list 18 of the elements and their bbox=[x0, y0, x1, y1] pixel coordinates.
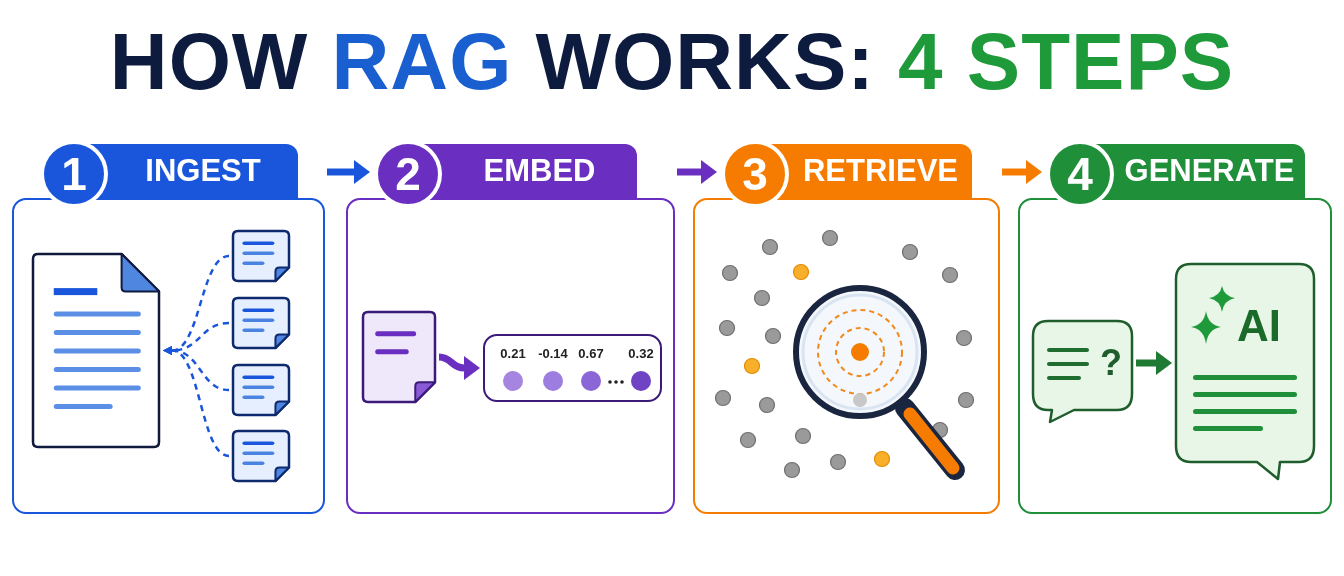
ai-label: AI bbox=[1237, 301, 1281, 351]
answer-bubble bbox=[1175, 263, 1315, 480]
document-drawing bbox=[32, 253, 160, 448]
question-mark: ? bbox=[1100, 342, 1122, 384]
vector-value: 0.32 bbox=[628, 346, 654, 361]
document-icon bbox=[232, 430, 290, 482]
document-icon bbox=[232, 230, 290, 282]
arrow bbox=[163, 346, 230, 458]
question-bubble bbox=[1032, 320, 1133, 423]
arrow bbox=[438, 353, 480, 380]
title: HOW RAG WORKS: 4 STEPS bbox=[108, 18, 1236, 106]
vector-value: -0.14 bbox=[538, 346, 568, 361]
vector-value: 0.67 bbox=[578, 346, 604, 361]
vector-value: 0.21 bbox=[500, 346, 526, 361]
document-icon bbox=[362, 311, 436, 403]
document-icon bbox=[232, 297, 290, 349]
vector-box bbox=[483, 334, 662, 402]
document-icon bbox=[232, 364, 290, 416]
